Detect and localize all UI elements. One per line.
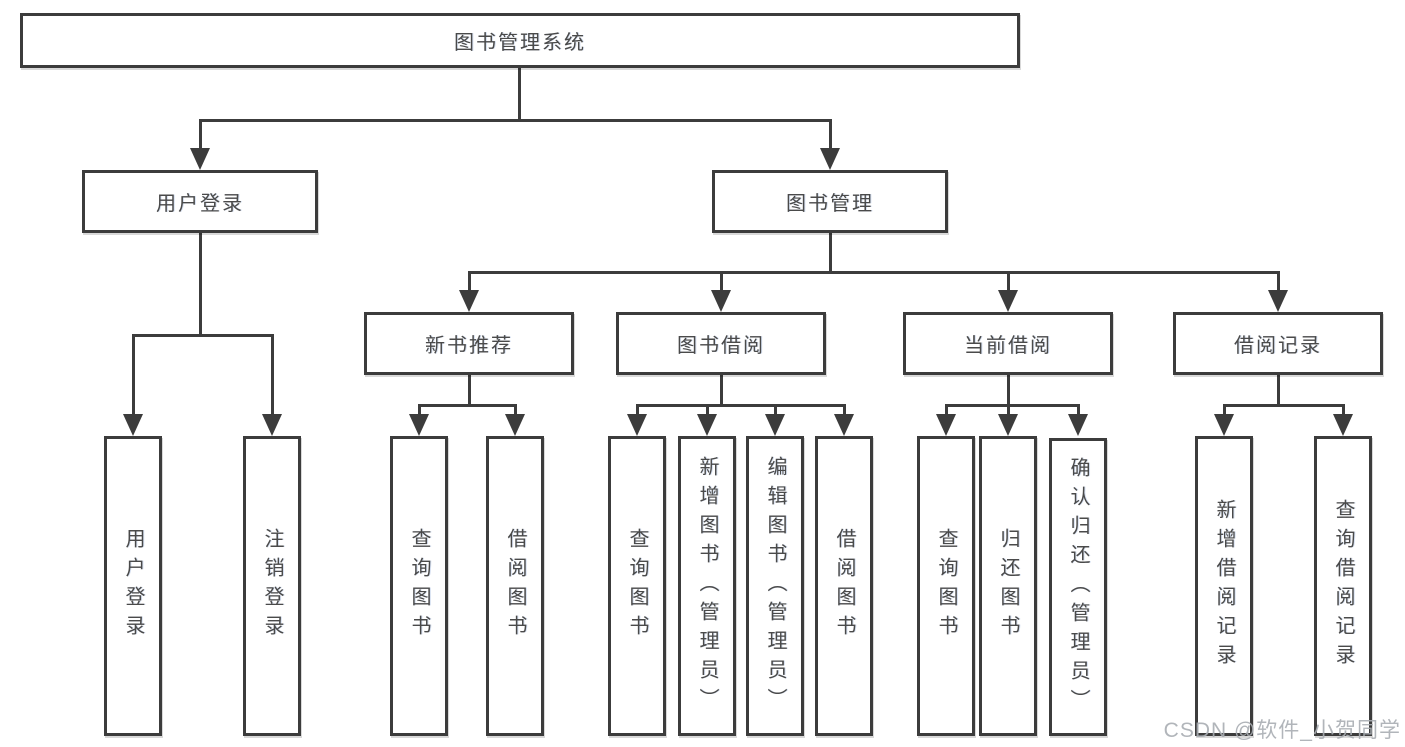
- connector-line: [1223, 404, 1345, 407]
- connector-line: [829, 233, 832, 273]
- connector-line: [132, 334, 274, 337]
- arrowhead-down-icon: [697, 414, 717, 436]
- arrowhead-down-icon: [765, 414, 785, 436]
- connector-line: [945, 404, 1079, 407]
- leaf-br-query-record: 查询借阅记录: [1314, 436, 1372, 736]
- leaf-user-login: 用户登录: [104, 436, 162, 736]
- arrowhead-down-icon: [1068, 414, 1088, 436]
- connector-line: [514, 404, 517, 416]
- leaf-br-add-record-label: 新增借阅记录: [1213, 499, 1235, 673]
- arrowhead-down-icon: [834, 414, 854, 436]
- arrowhead-down-icon: [262, 414, 282, 436]
- connector-line: [1277, 271, 1280, 291]
- connector-line: [199, 233, 202, 336]
- connector-line: [829, 119, 832, 149]
- leaf-nbr-query-books: 查询图书: [390, 436, 448, 736]
- node-book-management-label: 图书管理: [786, 193, 874, 215]
- node-current-borrowing: 当前借阅: [903, 312, 1113, 375]
- leaf-bb-add-books-label: 新增图书（管理员）: [696, 455, 718, 717]
- arrowhead-down-icon: [409, 414, 429, 436]
- node-borrowing-records-label: 借阅记录: [1234, 335, 1322, 357]
- arrowhead-down-icon: [123, 414, 143, 436]
- leaf-cb-query-books-label: 查询图书: [935, 528, 957, 644]
- connector-line: [706, 404, 709, 416]
- connector-line: [418, 404, 421, 416]
- connector-line: [468, 375, 471, 406]
- node-borrowing-records: 借阅记录: [1173, 312, 1383, 375]
- leaf-logout-label: 注销登录: [261, 528, 283, 644]
- leaf-cb-query-books: 查询图书: [917, 436, 975, 736]
- connector-line: [1007, 404, 1010, 416]
- connector-line: [720, 271, 723, 291]
- node-user-login-label: 用户登录: [156, 193, 244, 215]
- connector-line: [945, 404, 948, 416]
- connector-line: [843, 404, 846, 416]
- leaf-bb-edit-books-label: 编辑图书（管理员）: [764, 455, 786, 717]
- connector-line: [518, 68, 521, 119]
- leaf-bb-edit-books: 编辑图书（管理员）: [746, 436, 804, 736]
- arrowhead-down-icon: [190, 148, 210, 170]
- node-current-borrowing-label: 当前借阅: [964, 335, 1052, 357]
- connector-line: [636, 404, 845, 407]
- leaf-nbr-query-books-label: 查询图书: [408, 528, 430, 644]
- leaf-bb-query-books: 查询图书: [608, 436, 666, 736]
- leaf-user-login-label: 用户登录: [122, 528, 144, 644]
- leaf-br-query-record-label: 查询借阅记录: [1332, 499, 1354, 673]
- connector-line: [1007, 271, 1010, 291]
- node-new-book-recommend: 新书推荐: [364, 312, 574, 375]
- leaf-bb-borrow-books: 借阅图书: [815, 436, 873, 736]
- node-book-borrowing-label: 图书借阅: [677, 335, 765, 357]
- node-user-login: 用户登录: [82, 170, 318, 233]
- leaf-cb-return-books-label: 归还图书: [997, 528, 1019, 644]
- connector-line: [418, 404, 517, 407]
- leaf-logout: 注销登录: [243, 436, 301, 736]
- leaf-bb-query-books-label: 查询图书: [626, 528, 648, 644]
- connector-line: [468, 271, 1280, 274]
- leaf-nbr-borrow-books: 借阅图书: [486, 436, 544, 736]
- leaf-bb-borrow-books-label: 借阅图书: [833, 528, 855, 644]
- leaf-bb-add-books: 新增图书（管理员）: [678, 436, 736, 736]
- csdn-watermark: CSDN @软件_小贺同学: [1163, 719, 1401, 742]
- connector-line: [720, 375, 723, 406]
- connector-line: [1007, 375, 1010, 406]
- connector-line: [468, 271, 471, 291]
- connector-line: [1277, 375, 1280, 406]
- node-root-label: 图书管理系统: [454, 32, 586, 54]
- node-root: 图书管理系统: [20, 13, 1020, 68]
- arrowhead-down-icon: [998, 414, 1018, 436]
- node-new-book-recommend-label: 新书推荐: [425, 335, 513, 357]
- leaf-cb-return-books: 归还图书: [979, 436, 1037, 736]
- leaf-cb-confirm-return: 确认归还（管理员）: [1049, 438, 1107, 736]
- leaf-br-add-record: 新增借阅记录: [1195, 436, 1253, 736]
- arrowhead-down-icon: [711, 290, 731, 312]
- arrowhead-down-icon: [1333, 414, 1353, 436]
- arrowhead-down-icon: [1268, 290, 1288, 312]
- node-book-borrowing: 图书借阅: [616, 312, 826, 375]
- arrowhead-down-icon: [998, 290, 1018, 312]
- connector-line: [132, 334, 135, 416]
- arrowhead-down-icon: [627, 414, 647, 436]
- connector-line: [199, 119, 832, 122]
- connector-line: [1223, 404, 1226, 416]
- connector-line: [636, 404, 639, 416]
- node-book-management: 图书管理: [712, 170, 948, 233]
- arrowhead-down-icon: [505, 414, 525, 436]
- arrowhead-down-icon: [1214, 414, 1234, 436]
- arrowhead-down-icon: [936, 414, 956, 436]
- connector-line: [199, 119, 202, 149]
- arrowhead-down-icon: [459, 290, 479, 312]
- connector-line: [774, 404, 777, 416]
- arrowhead-down-icon: [820, 148, 840, 170]
- leaf-cb-confirm-return-label: 确认归还（管理员）: [1067, 456, 1089, 718]
- leaf-nbr-borrow-books-label: 借阅图书: [504, 528, 526, 644]
- connector-line: [1077, 404, 1080, 416]
- connector-line: [271, 334, 274, 416]
- connector-line: [1342, 404, 1345, 416]
